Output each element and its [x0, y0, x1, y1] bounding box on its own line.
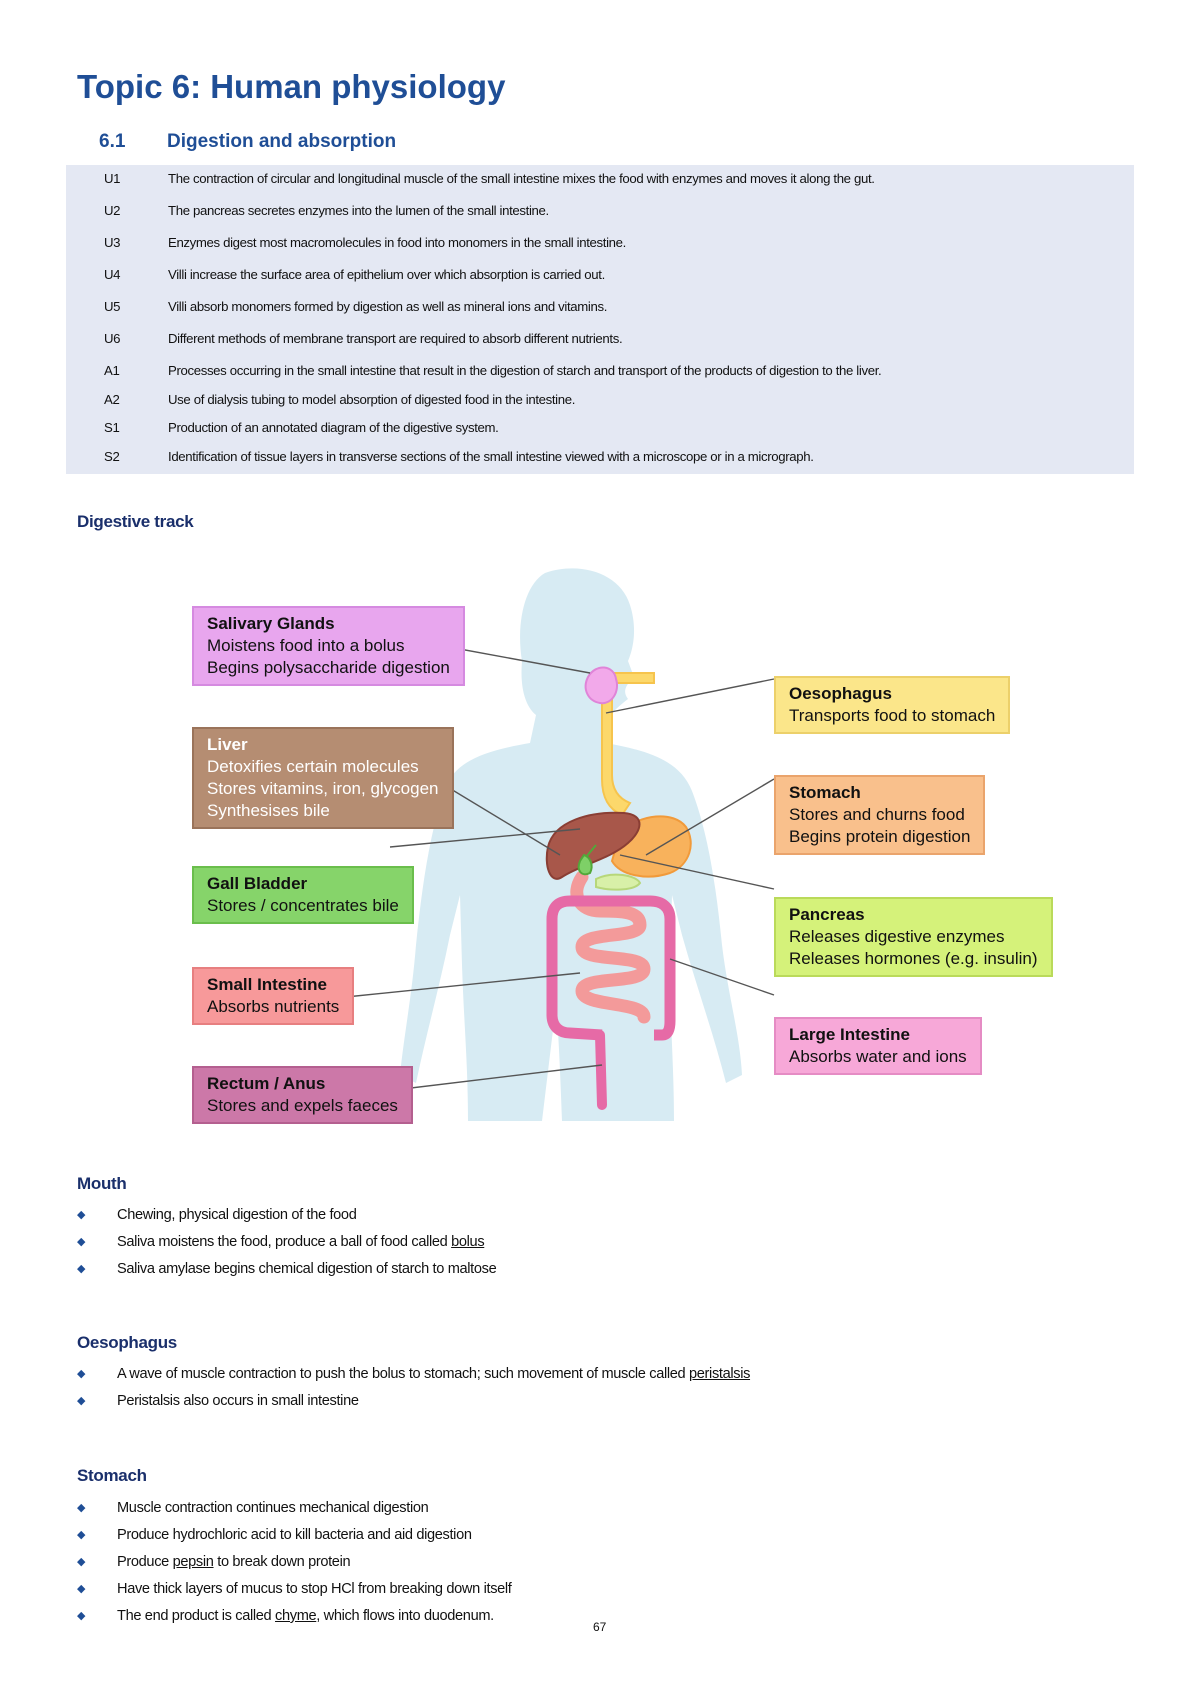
- label-line: Releases digestive enzymes: [789, 927, 1005, 946]
- small-intestine-organ: [570, 870, 651, 1024]
- label-line: Stores / concentrates bile: [207, 896, 399, 915]
- list-item: ◆Peristalsis also occurs in small intest…: [77, 1393, 359, 1409]
- label-title: Oesophagus: [789, 684, 892, 703]
- list-item: ◆Saliva amylase begins chemical digestio…: [77, 1261, 497, 1277]
- label-title: Pancreas: [789, 905, 865, 924]
- section-heading: 6.1 Digestion and absorption: [99, 131, 396, 153]
- label-line: Stores vitamins, iron, glycogen: [207, 779, 439, 798]
- label-line: Detoxifies certain molecules: [207, 757, 419, 776]
- objective-text: Different methods of membrane transport …: [168, 331, 623, 346]
- gall-bladder-organ: [577, 844, 597, 876]
- label-title: Large Intestine: [789, 1025, 910, 1044]
- objective-code: U2: [104, 203, 121, 218]
- stomach-heading: Stomach: [77, 1466, 147, 1485]
- objective-code: U4: [104, 267, 121, 282]
- objective-code: U1: [104, 171, 121, 186]
- bullet-icon: ◆: [77, 1368, 86, 1380]
- mouth-bullet-list: ◆Chewing, physical digestion of the food…: [77, 1207, 497, 1288]
- objective-text: Villi increase the surface area of epith…: [168, 267, 605, 282]
- list-item: ◆Have thick layers of mucus to stop HCl …: [77, 1581, 512, 1597]
- mouth-heading: Mouth: [77, 1174, 127, 1193]
- digestive-system-diagram: Salivary Glands Moistens food into a bol…: [150, 565, 1053, 1125]
- bullet-icon: ◆: [77, 1502, 86, 1514]
- oesophagus-heading: Oesophagus: [77, 1333, 177, 1352]
- label-line: Synthesises bile: [207, 801, 330, 820]
- label-liver: Liver Detoxifies certain molecules Store…: [192, 727, 454, 829]
- bullet-icon: ◆: [77, 1529, 86, 1541]
- bullet-icon: ◆: [77, 1263, 86, 1275]
- section-number: 6.1: [99, 131, 126, 152]
- list-item: ◆The end product is called chyme, which …: [77, 1608, 494, 1624]
- label-line: Begins polysaccharide digestion: [207, 658, 450, 677]
- objective-code: S1: [104, 420, 120, 435]
- objective-text: Identification of tissue layers in trans…: [168, 449, 814, 464]
- key-term: peristalsis: [689, 1366, 751, 1382]
- label-title: Salivary Glands: [207, 614, 335, 633]
- objective-code: U6: [104, 331, 121, 346]
- objective-code: U3: [104, 235, 121, 250]
- label-line: Moistens food into a bolus: [207, 636, 405, 655]
- label-title: Rectum / Anus: [207, 1074, 326, 1093]
- label-rectum-anus: Rectum / Anus Stores and expels faeces: [192, 1066, 413, 1124]
- objective-text: The contraction of circular and longitud…: [168, 171, 875, 186]
- list-item: ◆Chewing, physical digestion of the food: [77, 1207, 357, 1223]
- pancreas-organ: [595, 873, 642, 891]
- label-stomach: Stomach Stores and churns food Begins pr…: [774, 775, 986, 855]
- label-line: Stores and expels faeces: [207, 1096, 398, 1115]
- page-number: 67: [593, 1620, 607, 1634]
- list-item: ◆Muscle contraction continues mechanical…: [77, 1500, 429, 1516]
- objective-text: Enzymes digest most macromolecules in fo…: [168, 235, 626, 250]
- label-title: Gall Bladder: [207, 874, 308, 893]
- label-line: Begins protein digestion: [789, 827, 971, 846]
- list-item: ◆Produce pepsin to break down protein: [77, 1554, 351, 1570]
- large-intestine-organ: [546, 895, 676, 1041]
- bullet-icon: ◆: [77, 1610, 86, 1622]
- objective-text: Villi absorb monomers formed by digestio…: [168, 299, 608, 314]
- list-item: ◆Saliva moistens the food, produce a bal…: [77, 1234, 485, 1250]
- oesophagus-bullet-list: ◆A wave of muscle contraction to push th…: [77, 1366, 750, 1420]
- objectives-table: U1 The contraction of circular and longit…: [66, 165, 1134, 474]
- objective-code: U5: [104, 299, 121, 314]
- label-line: Stores and churns food: [789, 805, 965, 824]
- label-title: Liver: [207, 735, 248, 754]
- bullet-icon: ◆: [77, 1583, 86, 1595]
- label-title: Stomach: [789, 783, 861, 802]
- digestive-system-illustration: [345, 568, 775, 1121]
- label-line: Transports food to stomach: [789, 706, 996, 725]
- key-term: chyme: [275, 1608, 317, 1624]
- bullet-icon: ◆: [77, 1395, 86, 1407]
- label-title: Small Intestine: [207, 975, 327, 994]
- key-term: bolus: [451, 1234, 485, 1250]
- label-salivary-glands: Salivary Glands Moistens food into a bol…: [192, 606, 465, 686]
- label-pancreas: Pancreas Releases digestive enzymes Rele…: [774, 897, 1053, 977]
- objective-text: Production of an annotated diagram of th…: [168, 420, 499, 435]
- section-title: Digestion and absorption: [167, 131, 397, 152]
- salivary-gland-organ: [584, 666, 618, 705]
- label-line: Releases hormones (e.g. insulin): [789, 949, 1038, 968]
- label-small-intestine: Small Intestine Absorbs nutrients: [192, 967, 355, 1025]
- bullet-icon: ◆: [77, 1236, 86, 1248]
- stomach-bullet-list: ◆Muscle contraction continues mechanical…: [77, 1500, 512, 1635]
- list-item: ◆Produce hydrochloric acid to kill bacte…: [77, 1527, 472, 1543]
- label-large-intestine: Large Intestine Absorbs water and ions: [774, 1017, 982, 1075]
- bullet-icon: ◆: [77, 1209, 86, 1221]
- label-line: Absorbs water and ions: [789, 1047, 967, 1066]
- objective-text: Use of dialysis tubing to model absorpti…: [168, 392, 576, 407]
- objective-code: S2: [104, 449, 120, 464]
- objective-code: A1: [104, 363, 120, 378]
- objective-code: A2: [104, 392, 120, 407]
- objective-text: Processes occurring in the small intesti…: [168, 363, 882, 378]
- list-item: ◆A wave of muscle contraction to push th…: [77, 1366, 751, 1382]
- key-term: pepsin: [172, 1554, 214, 1570]
- rectum-organ: [595, 1030, 607, 1110]
- bullet-icon: ◆: [77, 1556, 86, 1568]
- label-gall-bladder: Gall Bladder Stores / concentrates bile: [192, 866, 414, 924]
- digestive-track-heading: Digestive track: [77, 512, 194, 531]
- objective-text: The pancreas secretes enzymes into the l…: [168, 203, 549, 218]
- page-title: Topic 6: Human physiology: [77, 68, 506, 105]
- label-line: Absorbs nutrients: [207, 997, 340, 1016]
- label-oesophagus: Oesophagus Transports food to stomach: [774, 676, 1011, 734]
